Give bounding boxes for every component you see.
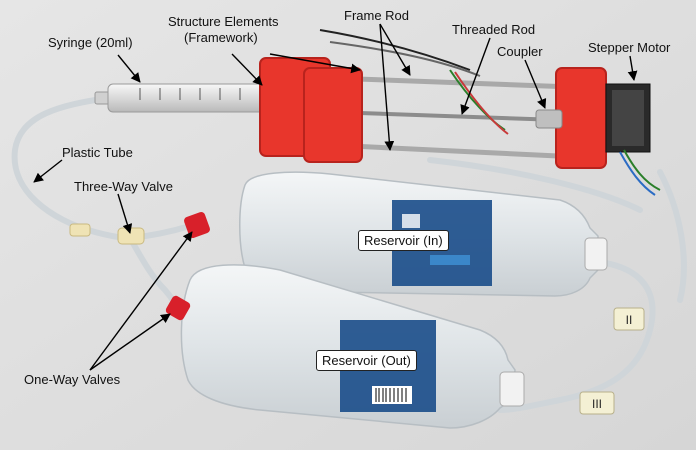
framework-structure bbox=[259, 57, 651, 169]
label-reservoir-in: Reservoir (In) bbox=[358, 230, 449, 251]
tube-tag-lower-text: III bbox=[592, 397, 602, 411]
three-way-valve-part bbox=[117, 227, 145, 245]
arrow-threaded-rod bbox=[460, 37, 491, 115]
label-coupler: Coupler bbox=[497, 44, 543, 59]
coupler-part bbox=[535, 109, 563, 129]
label-reservoir-out: Reservoir (Out) bbox=[316, 350, 417, 371]
annotation-arrows bbox=[33, 23, 638, 371]
arrow-stepper-motor bbox=[627, 55, 638, 81]
arrow-three-way-valve bbox=[117, 193, 133, 234]
arrow-frame-rod-1 bbox=[379, 23, 411, 76]
label-stepper-motor: Stepper Motor bbox=[588, 40, 671, 55]
tube-tag-lower: III bbox=[579, 391, 615, 415]
tube-sleeve bbox=[69, 223, 91, 237]
arrow-syringe bbox=[117, 54, 141, 83]
label-syringe: Syringe (20ml) bbox=[48, 35, 133, 50]
label-structure-elements: Structure Elements bbox=[168, 14, 279, 29]
label-three-way-valve: Three-Way Valve bbox=[74, 179, 173, 194]
one-way-valve-lower bbox=[165, 295, 191, 321]
arrow-structure-left bbox=[231, 53, 263, 86]
syringe-part bbox=[94, 83, 271, 113]
label-threaded-rod: Threaded Rod bbox=[452, 22, 536, 37]
arrow-frame-rod-2 bbox=[379, 23, 395, 151]
arrow-one-way-valve-lower bbox=[89, 313, 171, 371]
plastic-tubing bbox=[11, 95, 687, 413]
label-framework: (Framework) bbox=[184, 30, 258, 45]
label-one-way-valves: One-Way Valves bbox=[24, 372, 121, 387]
tube-tag-upper-text: II bbox=[626, 313, 633, 327]
label-plastic-tube: Plastic Tube bbox=[62, 145, 133, 160]
arrow-coupler bbox=[524, 59, 547, 109]
arrow-one-way-valve-upper bbox=[89, 231, 193, 371]
arrow-plastic-tube bbox=[33, 159, 63, 183]
threaded-rod-part bbox=[329, 110, 561, 122]
tube-tag-upper: II bbox=[613, 307, 645, 331]
label-frame-rod: Frame Rod bbox=[344, 8, 410, 23]
arrow-structure-right bbox=[269, 53, 361, 74]
motor-wires bbox=[319, 29, 661, 196]
